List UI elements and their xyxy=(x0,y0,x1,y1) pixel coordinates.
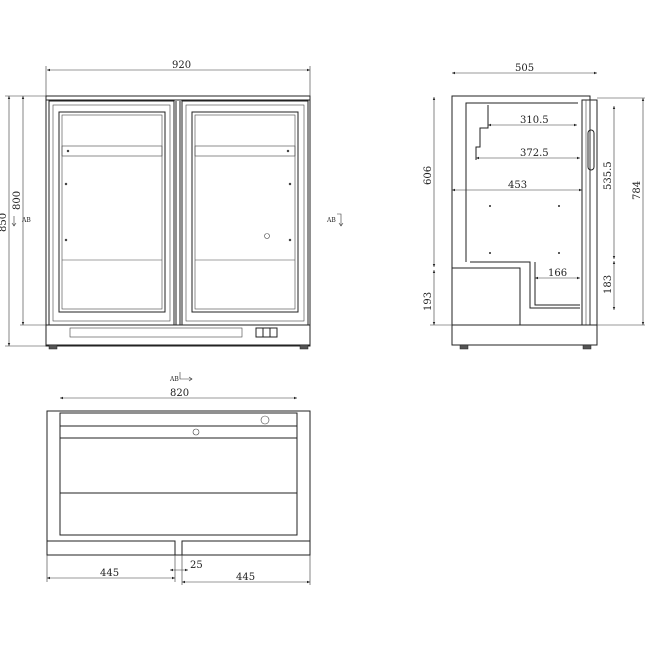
dim-445-left: 445 xyxy=(100,568,119,579)
section-marker-right: AB xyxy=(326,217,336,224)
dim-height-total: 850 xyxy=(0,213,9,232)
foot xyxy=(48,344,58,350)
dim-25: 25 xyxy=(190,560,203,571)
top-outline xyxy=(46,410,311,556)
dim-445-right: 445 xyxy=(236,572,255,583)
foot xyxy=(299,344,309,350)
section-marker-top: AB xyxy=(169,376,179,383)
dim-310-5: 310.5 xyxy=(520,115,549,126)
dim-depth: 505 xyxy=(515,63,534,74)
side-base xyxy=(451,324,598,346)
door-handle xyxy=(587,129,595,171)
dim-height-body: 800 xyxy=(12,191,23,210)
dim-width: 920 xyxy=(172,60,191,71)
dim-784: 784 xyxy=(632,181,643,200)
dim-183: 183 xyxy=(603,275,614,294)
dim-372-5: 372.5 xyxy=(520,148,549,159)
dim-820: 820 xyxy=(170,388,189,399)
side-view: 505 310.5 372.5 453 166 606 193 535.5 18… xyxy=(423,63,645,350)
dim-193: 193 xyxy=(423,292,434,311)
top-view: AB 820 445 25 445 xyxy=(46,372,311,585)
dim-535-5: 535.5 xyxy=(603,161,614,190)
compressor-housing xyxy=(451,267,521,326)
side-body xyxy=(451,95,591,326)
cabinet-outline xyxy=(45,95,311,347)
dim-166: 166 xyxy=(548,268,567,279)
right-door xyxy=(181,100,309,326)
left-door xyxy=(48,100,175,326)
plinth xyxy=(45,324,311,346)
vent-grille xyxy=(69,327,243,338)
dim-453: 453 xyxy=(508,180,527,191)
front-view: 920 850 800 AB AB xyxy=(0,60,344,350)
dim-606: 606 xyxy=(423,166,434,185)
section-marker-left: AB xyxy=(21,217,31,224)
control-panel xyxy=(255,327,278,338)
